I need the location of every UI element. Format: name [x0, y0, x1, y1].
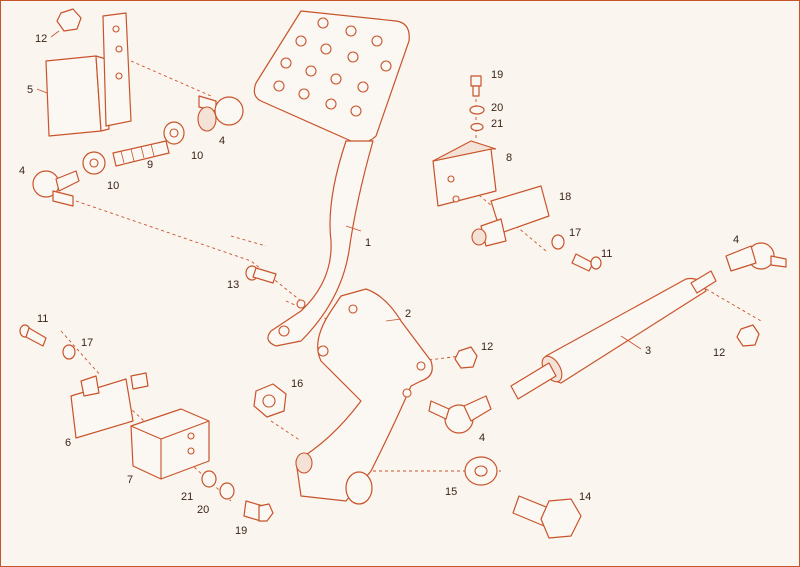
- rod-end-bottom: [428, 395, 492, 434]
- callout-17a: 17: [569, 227, 581, 239]
- callout-4a: 4: [219, 135, 225, 147]
- washer-15: [464, 456, 498, 486]
- washer-20a: [469, 105, 485, 115]
- screw-11a: [571, 253, 602, 272]
- block-8: [432, 140, 497, 207]
- screw-19a: [470, 75, 482, 97]
- callout-1: 1: [365, 237, 371, 249]
- callout-21b: 21: [181, 491, 193, 503]
- pedal-holes: [273, 17, 392, 117]
- threaded-rod: [112, 140, 170, 167]
- callout-5: 5: [27, 84, 33, 96]
- nut-10b: [82, 151, 106, 175]
- callout-12a: 12: [35, 33, 47, 45]
- washer-17a: [551, 234, 565, 250]
- callout-12b: 12: [713, 347, 725, 359]
- callout-4b: 4: [19, 165, 25, 177]
- callout-2: 2: [405, 308, 411, 320]
- bolt-14: [512, 495, 582, 539]
- callout-3: 3: [645, 345, 651, 357]
- pedal-arm: [253, 10, 410, 347]
- callout-16: 16: [291, 378, 303, 390]
- callout-9: 9: [147, 159, 153, 171]
- callout-10b: 10: [107, 180, 119, 192]
- callout-11b: 11: [37, 313, 48, 325]
- rod-end-right: [725, 242, 787, 272]
- callout-13: 13: [227, 279, 239, 291]
- nut-16: [253, 383, 287, 418]
- callout-10a: 10: [191, 150, 203, 162]
- screw-19b: [243, 500, 274, 522]
- bracket-lever: [295, 288, 433, 505]
- callout-6: 6: [65, 437, 71, 449]
- callout-7: 7: [127, 474, 133, 486]
- block-7: [130, 408, 210, 480]
- callout-21a: 21: [491, 118, 503, 130]
- callout-15: 15: [445, 486, 457, 498]
- washer-17b: [62, 344, 76, 360]
- callout-20b: 20: [197, 504, 209, 516]
- callout-14: 14: [579, 491, 591, 503]
- washer-20b: [219, 482, 235, 500]
- callout-18: 18: [559, 191, 571, 203]
- damper-shaft: [510, 270, 717, 400]
- callout-12c: 12: [481, 341, 493, 353]
- washer-21b: [201, 470, 217, 488]
- callout-8: 8: [506, 152, 512, 164]
- callout-19a: 19: [491, 69, 503, 81]
- rod-end-left: [32, 170, 80, 207]
- screw-11b: [19, 324, 47, 347]
- nut-12c: [454, 346, 478, 369]
- switch-18: [471, 185, 550, 247]
- nut-12a: [56, 8, 82, 32]
- washer-21a: [470, 122, 484, 132]
- callout-4d: 4: [479, 432, 485, 444]
- callouts: 1 2 3 4 4 4 4 5 6 7 8 9 10 10 11 11 12 1…: [19, 30, 739, 537]
- nut-12b: [736, 324, 760, 347]
- callout-20a: 20: [491, 102, 503, 114]
- callout-11a: 11: [601, 248, 612, 260]
- switch-6: [70, 372, 149, 439]
- screw-13: [245, 265, 277, 284]
- callout-17b: 17: [81, 337, 93, 349]
- nut-10a: [163, 121, 185, 145]
- callout-4c: 4: [733, 234, 739, 246]
- block-5: [45, 12, 132, 137]
- rod-end-top: [197, 95, 244, 132]
- callout-19b: 19: [235, 525, 247, 537]
